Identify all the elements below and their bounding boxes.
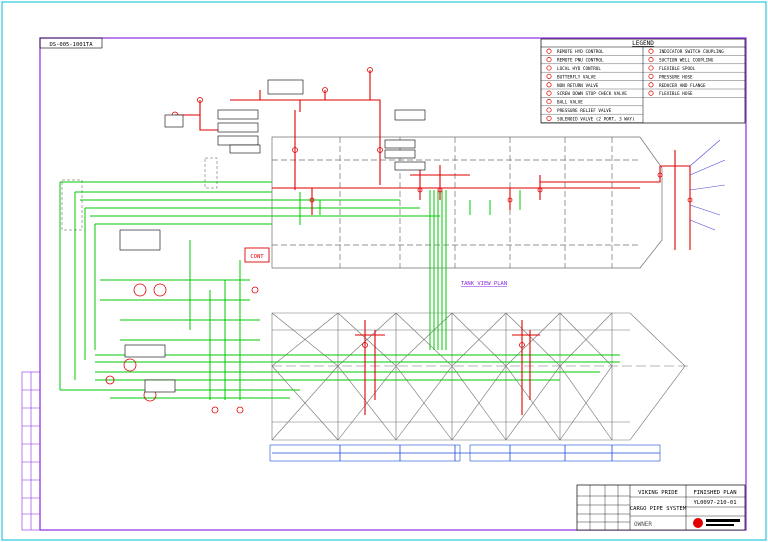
valve-symbols	[105, 67, 693, 414]
tank-numbering-bar	[272, 445, 660, 461]
equipment-boxes	[119, 79, 661, 462]
legend-box: LEGEND REMOTE HYD CONTROL REMOTE PNU CONT…	[540, 38, 746, 124]
vent-lines	[689, 139, 726, 231]
legend-symbol-icon	[546, 57, 552, 63]
legend-symbol-icon	[546, 115, 552, 121]
legend-item-label: SUCTION WELL COUPLING	[659, 58, 714, 64]
legend-symbol-icon	[546, 107, 552, 113]
drawing-code-tag: DS-005-1001TA	[39, 37, 103, 49]
legend-item-label: LOCAL HYD CONTROL	[557, 66, 601, 72]
hull-outline-upper	[271, 136, 663, 269]
revision-strip	[21, 371, 41, 531]
plan-label: TANK VIEW PLAN	[461, 281, 507, 287]
legend-item-label: REMOTE HYD CONTROL	[557, 49, 604, 55]
control-block-label: CONT	[250, 254, 264, 260]
legend-item-label: NON RETURN VALVE	[557, 83, 599, 89]
legend-item-label: PRESSURE RELIEF VALVE	[557, 108, 612, 114]
legend-symbol-icon	[546, 65, 552, 71]
legend-item-label: BUTTERFLY VALVE	[557, 74, 596, 80]
legend-right-column: INDICATOR SWITCH COUPLING SUCTION WELL CO…	[643, 48, 745, 98]
legend-left-column: REMOTE HYD CONTROL REMOTE PNU CONTROL LOCA…	[541, 48, 643, 123]
legend-item-label: REMOTE PNU CONTROL	[557, 58, 604, 64]
legend-symbol-icon	[648, 57, 654, 63]
legend-item-label: PRESSURE HOSE	[659, 74, 693, 80]
legend-item-label: FLEXIBLE HOSE	[659, 91, 693, 97]
control-block: CONT	[244, 247, 270, 263]
legend-item-label: INDICATOR SWITCH COUPLING	[659, 49, 724, 55]
legend-symbol-icon	[648, 65, 654, 71]
legend-symbol-icon	[546, 99, 552, 105]
legend-item-label: BALL VALVE	[557, 100, 583, 106]
plan-type-text: FINISHED PLAN	[693, 490, 736, 496]
company-logo	[693, 518, 703, 528]
legend-symbol-icon	[648, 48, 654, 54]
title-block: VIKING PRIDE CARGO PIPE SYSTEM OWNER FIN…	[576, 484, 746, 531]
hull-outline-lower	[271, 312, 690, 441]
legend-symbol-icon	[546, 73, 552, 79]
legend-item-label: FLEXIBLE SPOOL	[659, 66, 696, 72]
plan-number-text: YL0097-210-01	[693, 500, 736, 506]
left-manifold-frame	[61, 157, 218, 231]
drawing-code-text: DS-005-1001TA	[49, 42, 93, 48]
legend-symbol-icon	[546, 90, 552, 96]
project-top-text: VIKING PRIDE	[638, 490, 678, 496]
legend-item-label: REDUCER AND FLANGE	[659, 83, 706, 89]
legend-symbol-icon	[648, 82, 654, 88]
legend-symbol-icon	[546, 82, 552, 88]
drawing-border	[39, 37, 747, 531]
legend-item-label: SCREW DOWN STOP CHECK VALVE	[557, 91, 627, 97]
owner-text: OWNER	[634, 521, 652, 528]
legend-symbol-icon	[546, 48, 552, 54]
legend-title: LEGEND	[632, 40, 654, 47]
stripping-lines	[59, 181, 620, 400]
legend-symbol-icon	[648, 73, 654, 79]
legend-item-label: SOLENOID VALVE (2 PORT, 3 WAY)	[557, 116, 635, 122]
project-title-text: CARGO PIPE SYSTEM	[630, 506, 687, 512]
legend-symbol-icon	[648, 90, 654, 96]
